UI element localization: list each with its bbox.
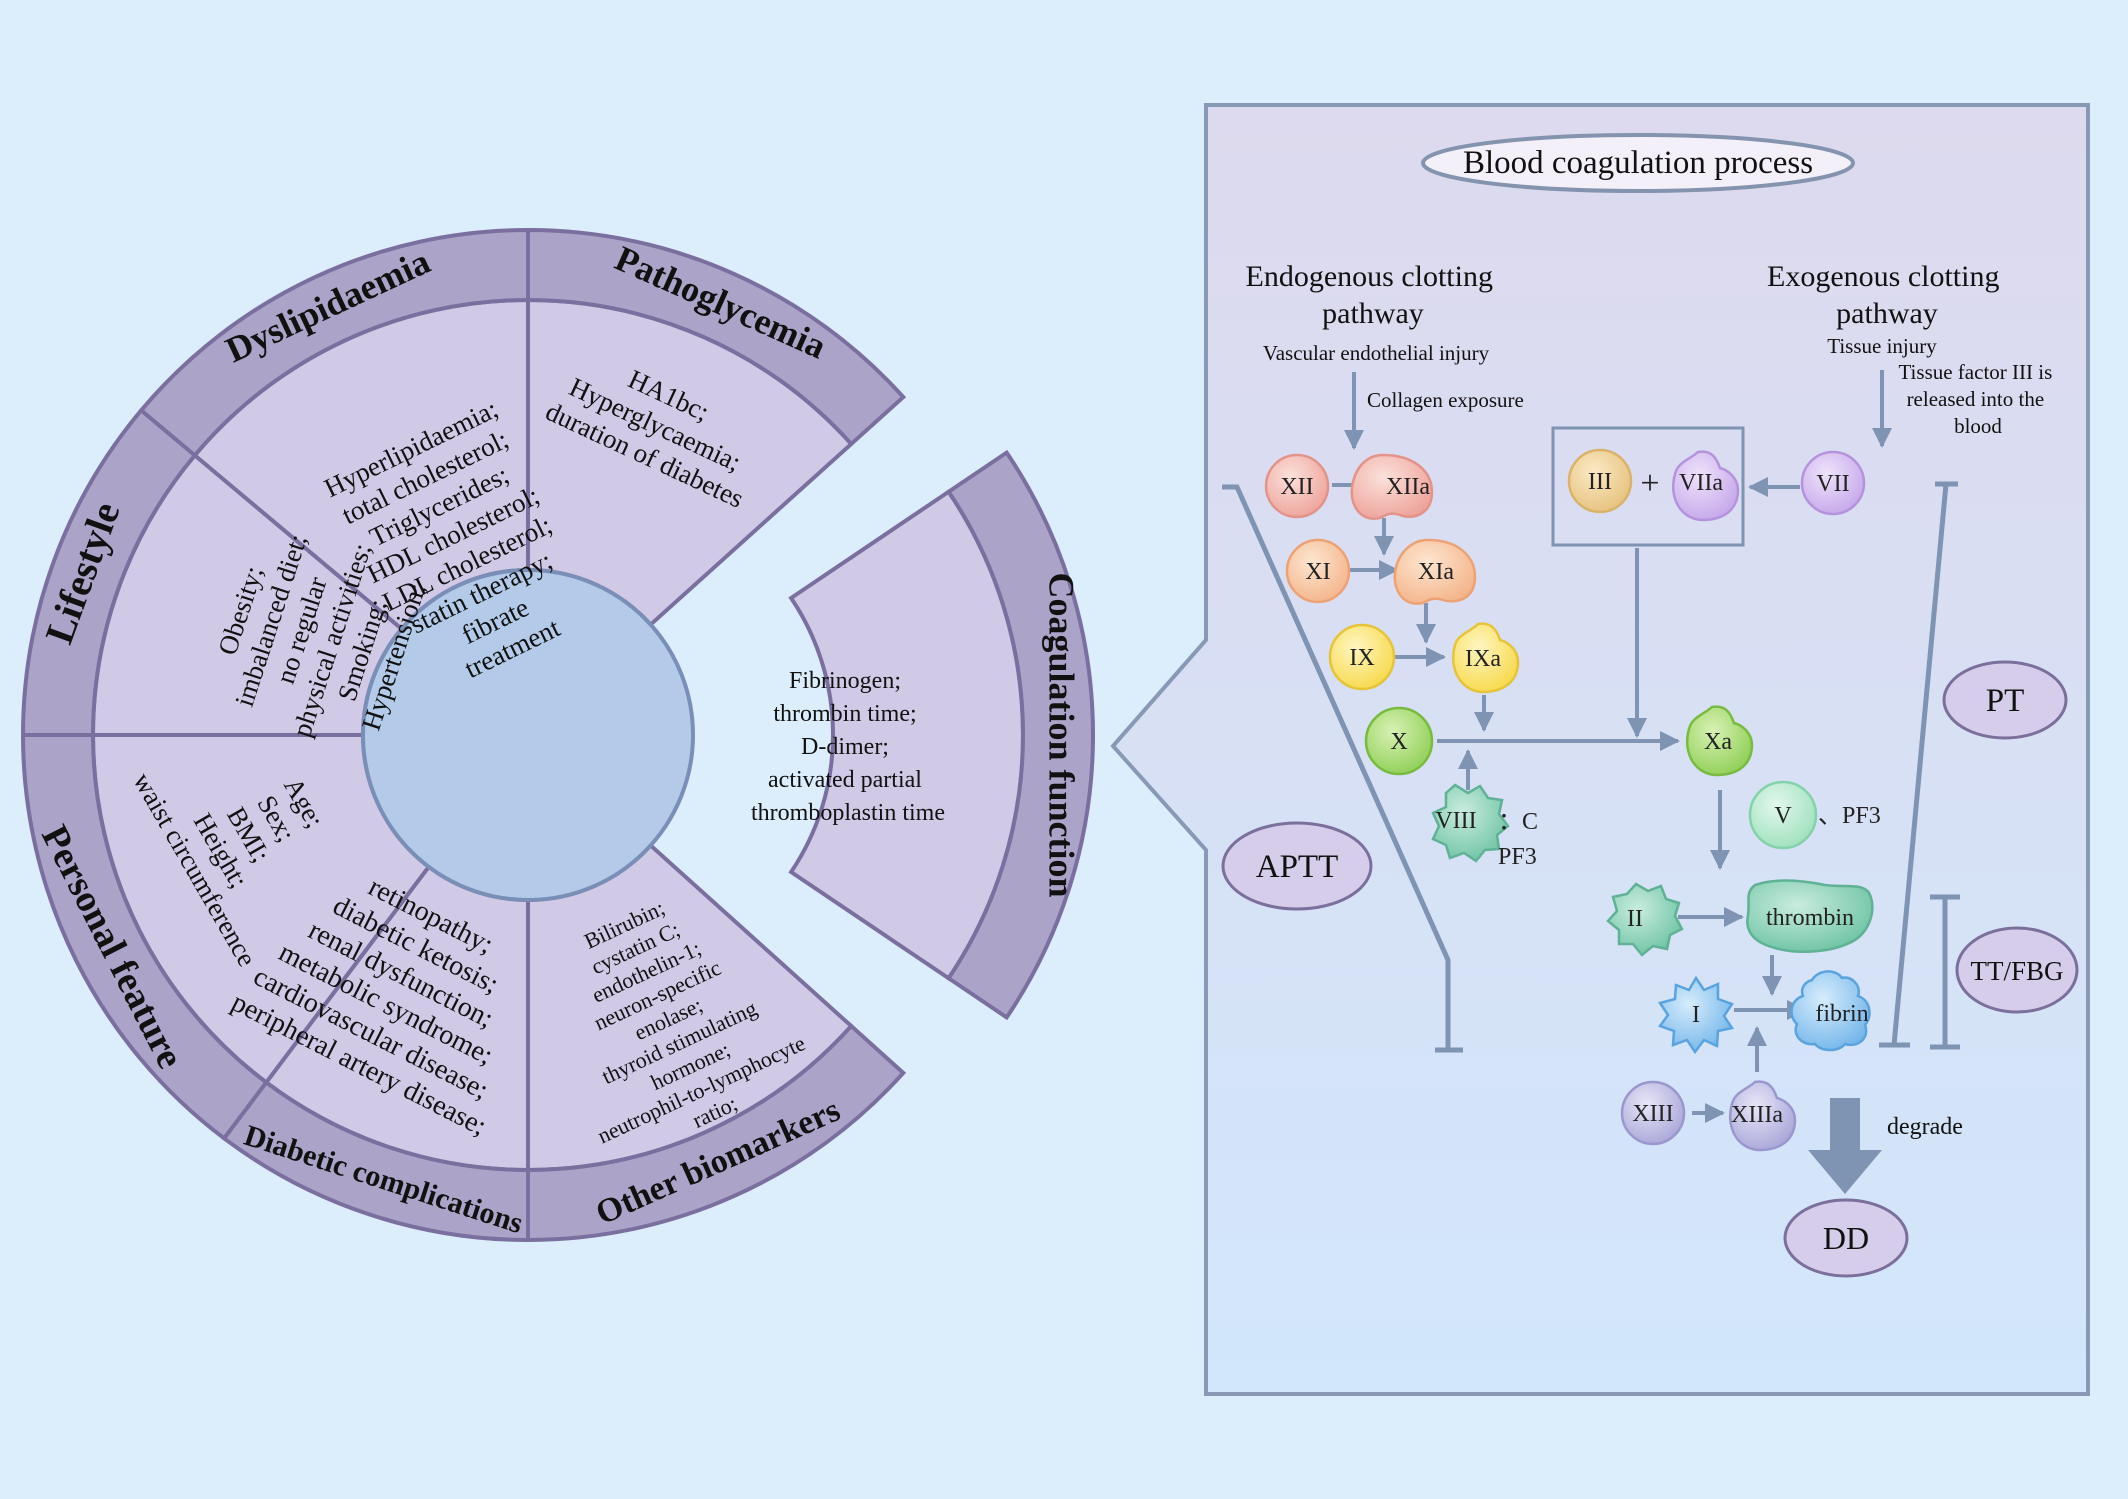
- coagulation-title: Coagulation function: [1042, 572, 1082, 897]
- iii-node: [1567, 448, 1633, 514]
- svg-text:Hyperlipidaemia; total: Hyperlipidaemia; total cholesterol; Trig…: [320, 391, 607, 705]
- thrombin-label: thrombin: [1766, 905, 1854, 931]
- pt-ellipse: [1942, 660, 2068, 740]
- exo-title-2: pathway: [1836, 297, 1938, 330]
- ix-node: [1328, 623, 1396, 691]
- aptt-ellipse: [1221, 821, 1373, 911]
- xiiia-label: XIIIa: [1731, 1102, 1783, 1128]
- pathway-arrows: [1332, 370, 1892, 1123]
- factor-labels: XII XIIa XI XIa IX IXa X Xa VIII ：C PF3 …: [1280, 465, 1880, 1128]
- coagulation-items: Fibrinogen; thrombin time; D-dimer; acti…: [751, 668, 945, 826]
- exogenous-title: Exogenous clotting pathway: [1767, 260, 2007, 330]
- xa-label: Xa: [1704, 729, 1732, 755]
- v-label: V: [1774, 803, 1792, 829]
- exo-sub-3: blood: [1954, 414, 2002, 438]
- xia-label: XIa: [1418, 559, 1454, 585]
- endogenous-title: Endogenous clotting pathway: [1246, 260, 1501, 330]
- tt-fbg-ellipse: [1955, 926, 2079, 1014]
- degrade-arrow: [1808, 1098, 1882, 1194]
- endo-title-1: Endogenous clotting: [1246, 260, 1493, 293]
- coagulation-panel: Blood coagulation process Endogenous clo…: [1110, 103, 2090, 1396]
- viii-node: [1431, 783, 1510, 863]
- thrombin-node: [1746, 879, 1874, 953]
- coagulation-sector-ring: [945, 449, 1095, 1021]
- i-label: I: [1692, 1002, 1700, 1028]
- exogenous-sub: Tissue factor III is released into the b…: [1898, 360, 2057, 438]
- coag-item-3: D-dimer;: [801, 734, 889, 760]
- coag-item-2: thrombin time;: [773, 701, 916, 727]
- ixa-node: [1452, 622, 1520, 694]
- coag-item-1: Fibrinogen;: [789, 668, 901, 694]
- pathoglycemia-sector-ring: [526, 227, 907, 447]
- xiiia-node: [1729, 1080, 1797, 1152]
- xia-node: [1393, 538, 1477, 605]
- xii-node: [1264, 453, 1330, 519]
- extrinsic-complex-box: [1551, 426, 1745, 547]
- xiii-label: XIII: [1632, 1101, 1673, 1127]
- v-node: [1748, 780, 1818, 850]
- aptt-label: APTT: [1256, 849, 1339, 885]
- x-node: [1364, 706, 1434, 776]
- xa-node: [1686, 705, 1754, 777]
- endogenous-sub: Collagen exposure: [1367, 388, 1524, 412]
- viii-cofactor-pf3: PF3: [1498, 844, 1537, 870]
- i-node: [1657, 975, 1735, 1055]
- v-cofactor: 、PF3: [1818, 803, 1881, 829]
- xiii-node: [1620, 1080, 1686, 1146]
- exogenous-trigger: Tissue injury: [1827, 334, 1937, 358]
- endogenous-trigger: Vascular endothelial injury: [1263, 341, 1490, 365]
- xiia-label: XIIa: [1386, 474, 1430, 500]
- dd-ellipse: [1783, 1198, 1909, 1278]
- aptt-bracket: [1222, 484, 1463, 1053]
- dd-label: DD: [1823, 1220, 1869, 1256]
- fibrin-label: fibrin: [1815, 1001, 1868, 1027]
- panel-title: Blood coagulation process: [1463, 145, 1813, 181]
- exo-title-1: Exogenous clotting: [1767, 260, 1999, 293]
- xi-node: [1285, 538, 1351, 604]
- pt-bracket: [1879, 481, 1958, 1048]
- xiia-node: [1350, 453, 1434, 520]
- exo-sub-2: released into the: [1907, 387, 2045, 411]
- vii-label: VII: [1816, 471, 1849, 497]
- wheel-hub: [361, 568, 695, 902]
- coag-item-4: activated partial: [768, 767, 922, 793]
- plus-sign: +: [1640, 465, 1659, 502]
- viia-label: VIIa: [1679, 470, 1723, 496]
- viia-node: [1672, 450, 1740, 522]
- x-label: X: [1390, 729, 1407, 755]
- coag-item-5: thromboplastin time: [751, 800, 945, 826]
- pt-label: PT: [1986, 683, 2025, 719]
- fibrin-node: [1790, 970, 1871, 1052]
- ixa-label: IXa: [1465, 646, 1501, 672]
- ix-label: IX: [1349, 645, 1374, 671]
- vii-node: [1800, 450, 1866, 516]
- panel-callout: [1110, 103, 2090, 1396]
- tt-fbg-label: TT/FBG: [1970, 956, 2063, 986]
- exo-sub-1: Tissue factor III is: [1898, 360, 2052, 384]
- xii-label: XII: [1280, 474, 1313, 500]
- factor-nodes: [1264, 448, 1874, 1152]
- ii-label: II: [1627, 906, 1643, 932]
- iii-label: III: [1588, 469, 1612, 495]
- degrade-label: degrade: [1887, 1114, 1963, 1140]
- viii-cofactor-c: ：C: [1498, 809, 1538, 835]
- tt-bracket: [1930, 894, 1960, 1050]
- test-brackets: [1222, 481, 1960, 1053]
- panel-title-pill: [1421, 133, 1855, 193]
- endo-title-2: pathway: [1322, 297, 1424, 330]
- ii-node: [1606, 882, 1684, 957]
- viii-label: VIII: [1435, 808, 1476, 834]
- wheel-sectors: [20, 227, 1095, 1243]
- dyslipidaemia-items: Hyperlipidaemia; total cholesterol; Trig…: [320, 391, 607, 705]
- xi-label: XI: [1305, 559, 1330, 585]
- lifestyle-sector-ring: [20, 407, 198, 737]
